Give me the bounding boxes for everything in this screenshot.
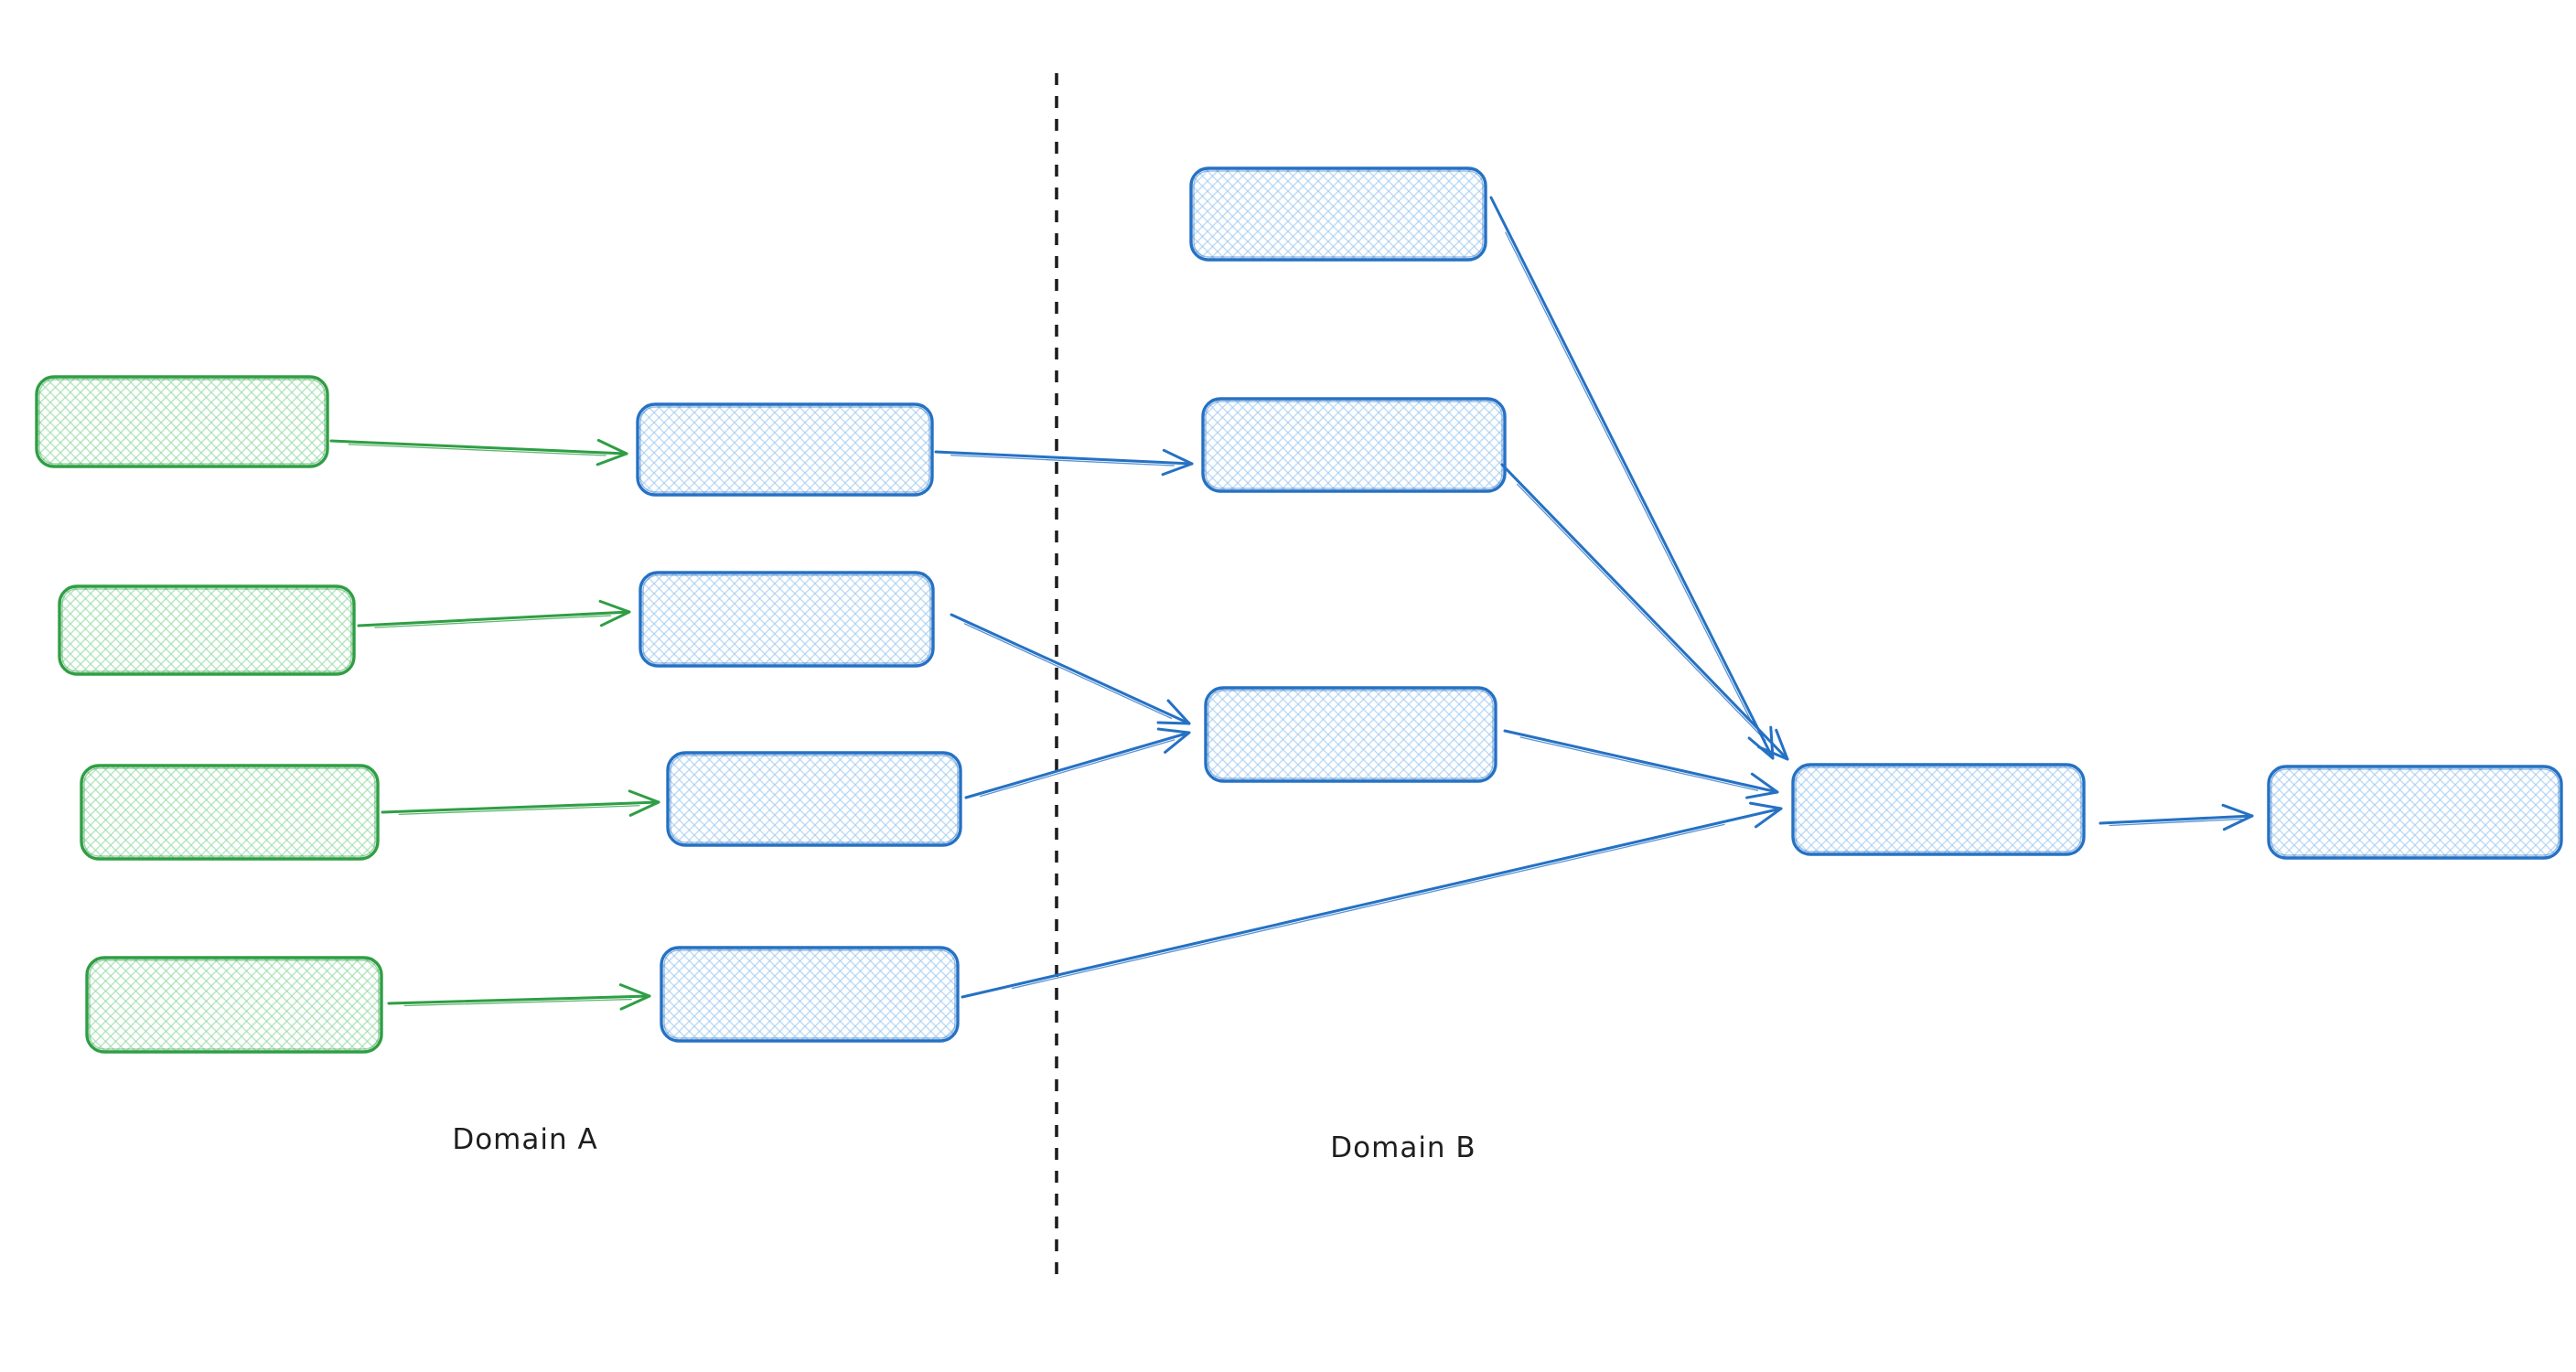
arrow-green-box-4-to-blue-box-a4[interactable] (387, 983, 651, 1011)
node-blue-box-a2[interactable] (639, 571, 935, 668)
node-green-box-2[interactable] (58, 584, 356, 676)
domain-a-label[interactable]: Domain A (452, 1123, 598, 1156)
arrow-blue-box-a2-to-blue-box-b3[interactable] (950, 613, 1191, 725)
domain-b-label[interactable]: Domain B (1330, 1131, 1476, 1164)
node-blue-box-b5[interactable] (2267, 765, 2563, 860)
node-green-box-1[interactable] (35, 375, 329, 468)
node-blue-box-b3[interactable] (1204, 686, 1497, 783)
arrow-blue-box-a1-to-blue-box-b2[interactable] (934, 448, 1194, 477)
arrow-blue-box-b3-to-blue-box-b4[interactable] (1503, 729, 1779, 799)
node-blue-box-b4[interactable] (1791, 763, 2086, 856)
arrow-green-box-2-to-blue-box-a2[interactable] (357, 599, 631, 628)
node-green-box-3[interactable] (80, 764, 380, 861)
node-blue-box-a3[interactable] (666, 751, 962, 847)
arrow-blue-box-b1-to-blue-box-b4[interactable] (1489, 196, 1775, 760)
arrow-green-box-3-to-blue-box-a3[interactable] (381, 789, 660, 817)
node-blue-box-b1[interactable] (1189, 166, 1487, 262)
node-blue-box-b2[interactable] (1201, 397, 1507, 493)
arrow-blue-box-a4-to-blue-box-b4[interactable] (961, 801, 1783, 999)
arrow-blue-box-b2-to-blue-box-b4[interactable] (1500, 463, 1789, 761)
node-green-box-4[interactable] (85, 956, 383, 1054)
arrow-blue-box-a3-to-blue-box-b3[interactable] (964, 727, 1191, 799)
arrow-blue-box-b4-to-blue-box-b5[interactable] (2098, 803, 2254, 831)
arrow-green-box-1-to-blue-box-a1[interactable] (329, 438, 628, 466)
node-blue-box-a4[interactable] (660, 946, 960, 1043)
node-blue-box-a1[interactable] (636, 402, 934, 497)
